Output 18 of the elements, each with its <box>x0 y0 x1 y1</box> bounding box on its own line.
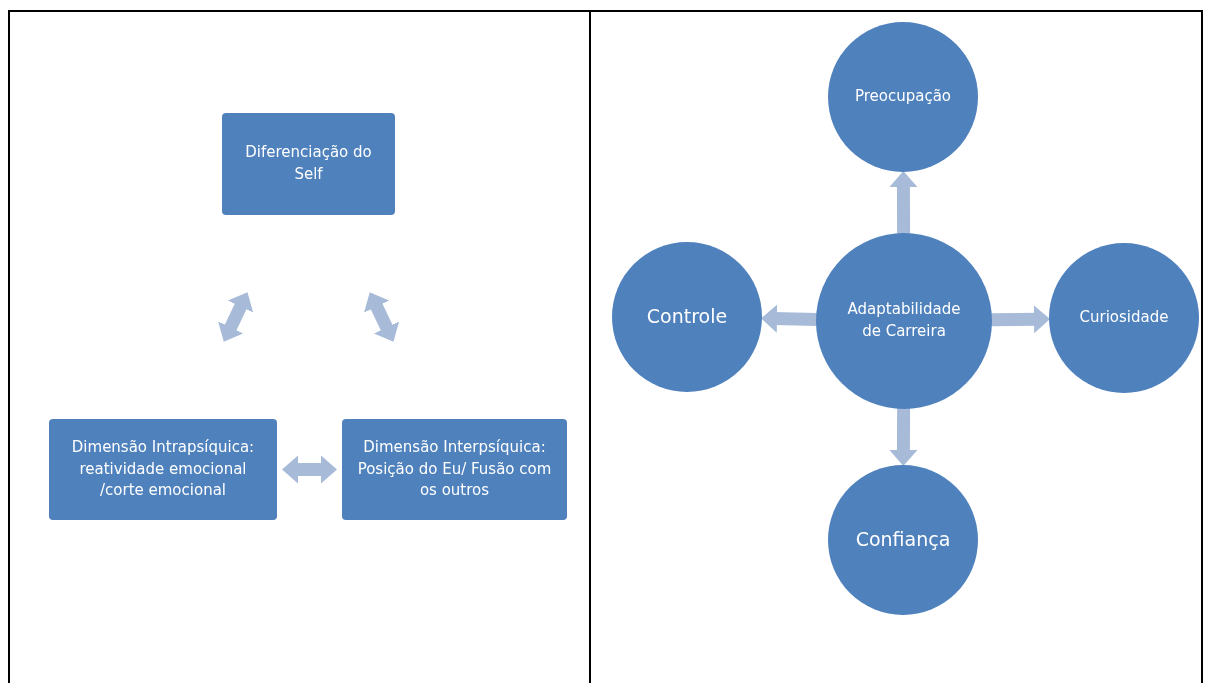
concept-box <box>49 419 277 520</box>
block-arrow <box>990 305 1050 334</box>
node-label: Diferenciação do Self <box>244 142 373 185</box>
block-arrow <box>761 304 818 333</box>
block-arrow <box>282 455 337 484</box>
node-label: Confiança <box>855 527 951 553</box>
block-arrow <box>364 292 400 342</box>
concept-box <box>342 419 567 520</box>
concept-box <box>222 113 395 215</box>
node-label: Curiosidade <box>1079 307 1169 329</box>
node-label: Controle <box>646 304 728 330</box>
node-label: Dimensão Interpsíquica: Posição do Eu/ Fusão com os outros <box>356 436 553 502</box>
block-arrow <box>889 407 918 466</box>
node-label: Preocupação <box>854 86 952 108</box>
node-label: Dimensão Intrapsíquica: reatividade emocional /corte emocional <box>70 436 256 502</box>
block-arrow <box>889 171 918 235</box>
node-label: Adaptabilidade de Carreira <box>846 299 962 342</box>
block-arrow <box>218 292 254 342</box>
